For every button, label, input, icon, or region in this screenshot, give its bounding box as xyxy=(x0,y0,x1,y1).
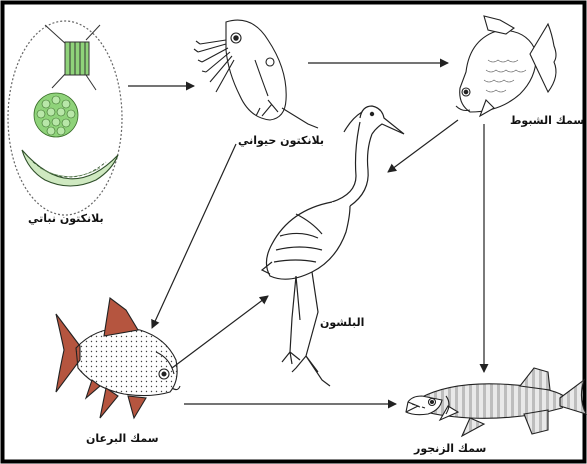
label-phytoplankton: بلانكتون نباتي xyxy=(28,212,104,225)
arrow-zoo-to-bream xyxy=(152,144,236,328)
chub-fish-illustration xyxy=(456,16,556,116)
phytoplankton-illustration xyxy=(8,21,122,215)
label-chub: سمك الشبوط xyxy=(510,114,584,127)
bream-fish-illustration xyxy=(56,298,180,418)
label-pike: سمك الزنجور xyxy=(414,442,486,455)
arrow-chub-to-heron xyxy=(388,120,458,172)
label-zooplankton: بلانكتون حيواني xyxy=(238,134,324,147)
arrow-bream-to-heron xyxy=(172,296,268,368)
label-heron: البلشون xyxy=(320,316,364,329)
pike-fish-illustration xyxy=(406,368,586,436)
heron-illustration xyxy=(262,106,404,386)
zooplankton-illustration xyxy=(194,20,318,128)
label-bream: سمك البرعان xyxy=(86,432,159,445)
